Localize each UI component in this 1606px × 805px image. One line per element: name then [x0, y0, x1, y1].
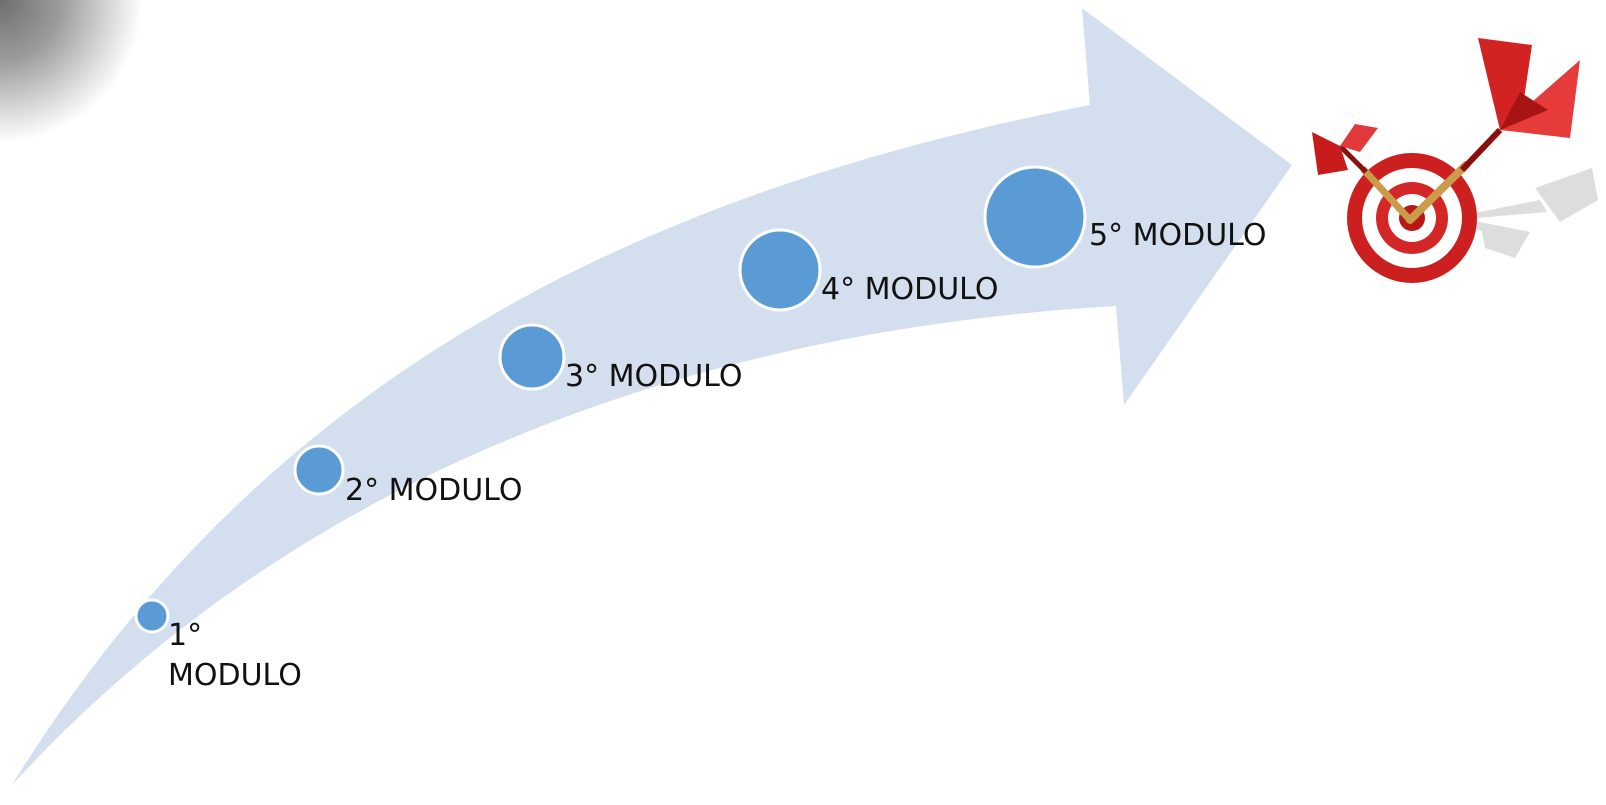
dartboard-with-darts-icon: [1312, 38, 1598, 283]
step-circle-5: [983, 165, 1087, 269]
curved-arrow: [12, 8, 1292, 785]
step-circle-4: [738, 228, 822, 312]
step-label-2: 2° MODULO: [345, 473, 523, 508]
step-circle-3: [498, 323, 566, 391]
step-label-4: 4° MODULO: [821, 272, 999, 307]
step-label-1-text: MODULO: [168, 658, 302, 693]
step-label-3: 3° MODULO: [565, 359, 743, 394]
corner-shadow-decoration: [0, 0, 140, 140]
step-label-1: 1° MODULO: [168, 616, 318, 696]
step-label-1-number: 1°: [168, 618, 203, 653]
step-circle-1: [134, 598, 170, 634]
step-label-5: 5° MODULO: [1089, 218, 1267, 253]
step-circle-2: [293, 444, 345, 496]
